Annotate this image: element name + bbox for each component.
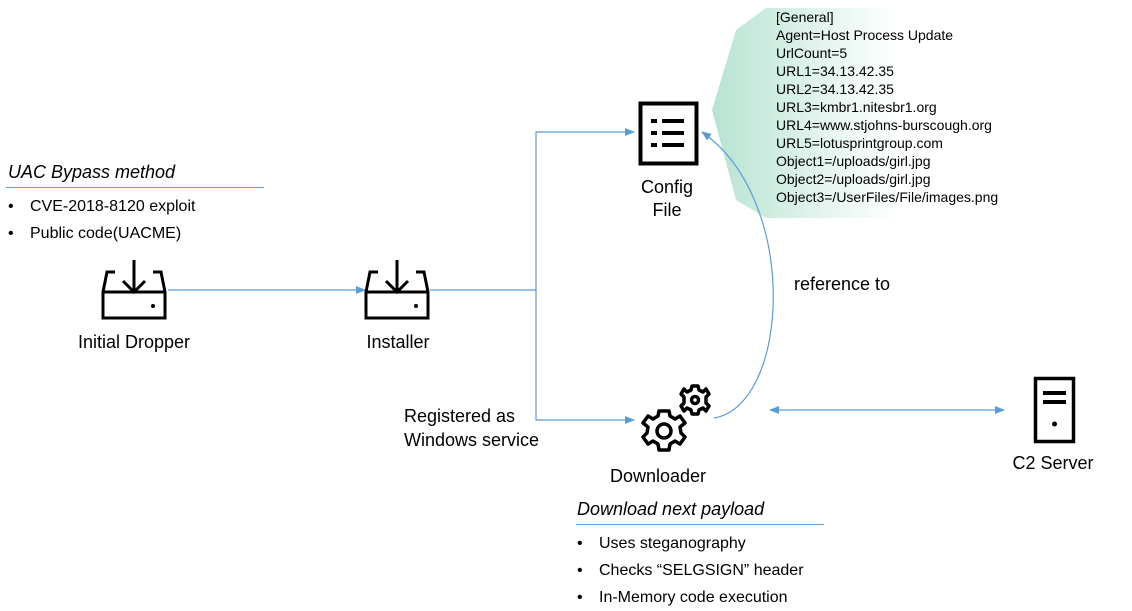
config-line: UrlCount=5 [776,45,848,61]
download-payload-heading: Download next payload [577,499,765,519]
c2-server-label: C2 Server [1012,453,1094,473]
list-item-text: Public code(UACME) [30,225,182,242]
registered-line2: Windows service [404,430,540,450]
list-item-text: CVE-2018-8120 exploit [30,198,196,215]
edge-downloader-references-config [701,131,774,419]
config-line: Object1=/uploads/girl.jpg [776,153,931,169]
config-line: Object3=/UserFiles/File/images.png [776,189,999,205]
installer-icon [364,260,430,320]
config-line: URL4=www.stjohns-burscough.org [776,117,992,133]
config-line: URL5=lotusprintgroup.com [776,135,943,151]
initial-dropper-label: Initial Dropper [77,332,191,352]
list-item-text: Uses steganography [599,535,746,552]
reference-to-label: reference to [794,274,891,294]
download-payload-underline [576,524,824,525]
uac-bypass-underline [6,187,264,188]
config-line: URL1=34.13.42.35 [776,63,894,79]
initial-dropper-icon [101,260,167,320]
config-file-label-line1: Config [640,177,694,197]
config-file-icon [638,101,699,166]
registered-service-label: Registered as Windows service [404,404,539,452]
bullet-icon: • [577,535,583,552]
list-item: • Checks “SELGSIGN” header [577,557,804,584]
installer-label: Installer [366,332,430,352]
c2-server-icon [1033,376,1076,444]
list-item: • In-Memory code execution [577,584,804,611]
config-callout-shape [712,8,900,218]
config-line: URL3=kmbr1.nitesbr1.org [776,99,937,115]
config-contents: [General] Agent=Host Process Update UrlC… [776,8,998,206]
edge-installer-to-config [430,128,635,291]
config-line: Object2=/uploads/girl.jpg [776,171,931,187]
config-line: Agent=Host Process Update [776,27,954,43]
list-item-text: Checks “SELGSIGN” header [599,562,804,579]
list-item-text: In-Memory code execution [599,589,788,606]
registered-line1: Registered as [404,406,516,426]
bullet-icon: • [8,225,14,242]
list-item: • Public code(UACME) [8,220,195,247]
uac-bypass-list: • CVE-2018-8120 exploit • Public code(UACM… [8,193,195,247]
list-item: • CVE-2018-8120 exploit [8,193,195,220]
list-item: • Uses steganography [577,530,804,557]
config-line: [General] [776,9,834,25]
uac-bypass-heading: UAC Bypass method [8,162,176,182]
downloader-label: Downloader [609,466,707,486]
download-payload-list: • Uses steganography • Checks “SELGSIGN” h… [577,530,804,611]
config-file-label-line2: File [652,200,682,220]
edge-installer-to-downloader [535,290,635,424]
bullet-icon: • [577,589,583,606]
config-line: URL2=34.13.42.35 [776,81,894,97]
config-file-label: Config File [617,176,717,222]
bullet-icon: • [577,562,583,579]
bullet-icon: • [8,198,14,215]
downloader-gears-icon [641,384,711,452]
